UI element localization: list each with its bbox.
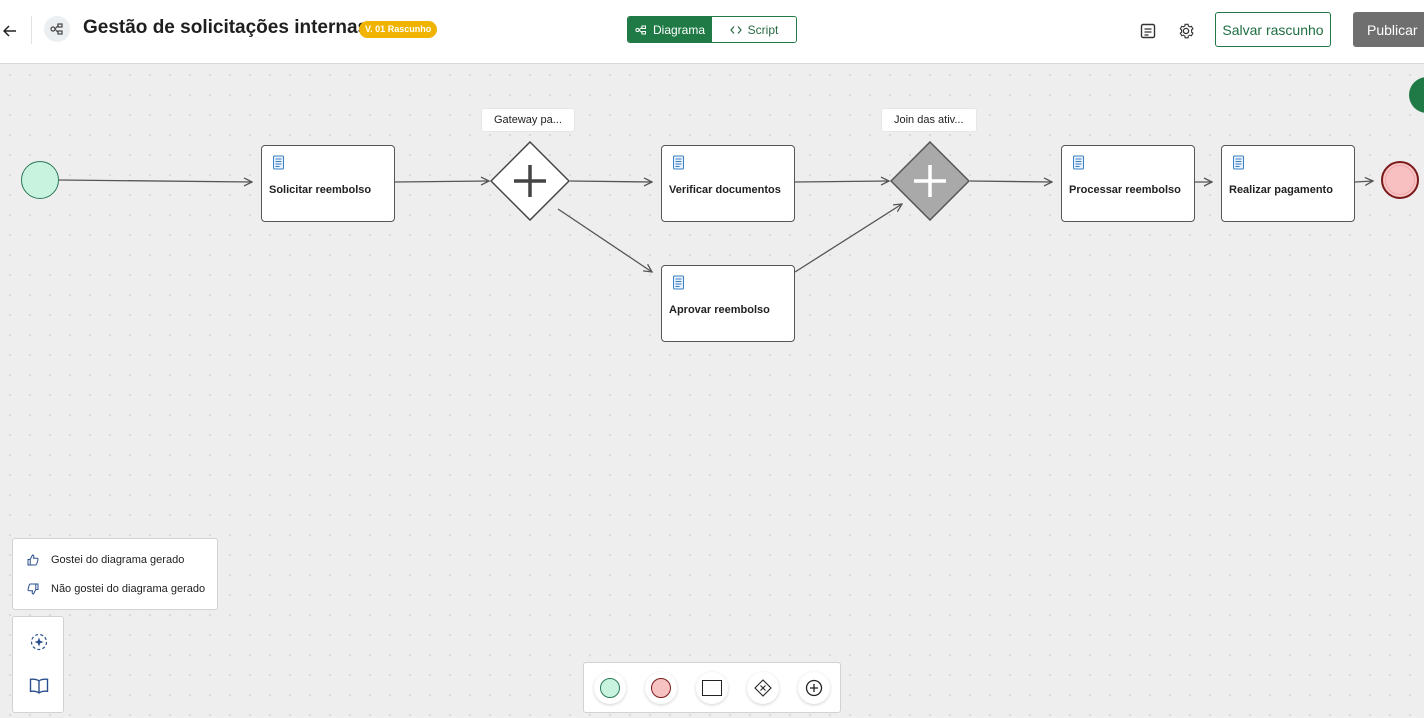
tab-diagram[interactable]: Diagrama xyxy=(628,17,712,42)
script-task-icon xyxy=(1233,155,1244,170)
top-bar: Gestão de solicitações internas V. 01 Ra… xyxy=(0,0,1424,64)
gateway-label: Join das ativ... xyxy=(882,109,976,131)
flow-gw1-to-aprovar xyxy=(557,208,652,272)
notes-document-icon[interactable] xyxy=(1136,19,1160,43)
like-diagram-option[interactable]: Gostei do diagrama gerado xyxy=(13,546,219,574)
divider xyxy=(31,16,32,44)
dislike-label: Não gostei do diagrama gerado xyxy=(51,583,206,595)
task-tool[interactable] xyxy=(696,672,728,704)
exclusive-gateway-tool[interactable] xyxy=(747,672,779,704)
task-label: Solicitar reembolso xyxy=(269,184,372,196)
gateway-label: Gateway pa... xyxy=(482,109,574,131)
flow-icon xyxy=(44,16,70,42)
tab-script[interactable]: Script xyxy=(712,17,796,42)
page-title: Gestão de solicitações internas xyxy=(83,17,369,38)
code-icon xyxy=(729,25,742,34)
flow-aprovar-to-gw2 xyxy=(794,204,902,273)
publish-button[interactable]: Publicar xyxy=(1353,12,1424,47)
end-circle-icon xyxy=(651,678,671,698)
flow-solicitar-to-gw1 xyxy=(394,181,489,182)
flow-verificar-to-gw2 xyxy=(794,181,889,182)
script-task-icon xyxy=(1073,155,1084,170)
plus-circle-icon xyxy=(805,679,823,697)
feedback-panel: Gostei do diagrama gerado Não gostei do … xyxy=(12,538,218,610)
task-solicitar-reembolso[interactable]: Solicitar reembolso xyxy=(261,145,395,222)
book-icon[interactable] xyxy=(27,674,51,698)
sparkle-icon[interactable] xyxy=(27,630,51,654)
end-event[interactable] xyxy=(1381,161,1419,199)
task-label: Aprovar reembolso xyxy=(669,304,770,316)
save-draft-button[interactable]: Salvar rascunho xyxy=(1215,12,1331,47)
start-circle-icon xyxy=(600,678,620,698)
element-palette xyxy=(583,662,841,713)
tab-diagram-label: Diagrama xyxy=(652,22,706,37)
gear-icon[interactable] xyxy=(1174,19,1198,43)
flow-gw1-to-verificar xyxy=(569,181,652,182)
task-label: Processar reembolso xyxy=(1069,184,1181,196)
parallel-gateway-join[interactable] xyxy=(890,141,970,221)
parallel-gateway-tool[interactable] xyxy=(798,672,830,704)
start-event[interactable] xyxy=(21,161,59,199)
task-label: Realizar pagamento xyxy=(1229,184,1333,196)
script-task-icon xyxy=(673,155,684,170)
task-aprovar-reembolso[interactable]: Aprovar reembolso xyxy=(661,265,795,342)
exclusive-gateway-icon xyxy=(754,679,772,697)
thumbs-up-icon xyxy=(27,554,39,566)
flow-start-to-solicitar xyxy=(58,180,252,182)
version-badge: V. 01 Rascunho xyxy=(359,21,438,38)
end-event-tool[interactable] xyxy=(645,672,677,704)
side-toolbar xyxy=(12,616,64,713)
view-toggle: Diagrama Script xyxy=(627,16,797,43)
flow-gw2-to-processar xyxy=(969,181,1052,182)
parallel-gateway-split[interactable] xyxy=(490,141,570,221)
tab-script-label: Script xyxy=(747,22,779,37)
diagram-canvas[interactable]: Solicitar reembolso Gateway pa... Verifi… xyxy=(0,65,1424,718)
like-label: Gostei do diagrama gerado xyxy=(51,554,185,566)
collaborator-avatar[interactable] xyxy=(1409,77,1424,113)
flow-pagamento-to-end xyxy=(1354,181,1373,182)
script-task-icon xyxy=(673,275,684,290)
thumbs-down-icon xyxy=(27,583,39,595)
dislike-diagram-option[interactable]: Não gostei do diagrama gerado xyxy=(13,575,219,603)
task-verificar-documentos[interactable]: Verificar documentos xyxy=(661,145,795,222)
back-arrow-icon[interactable] xyxy=(0,18,20,44)
task-label: Verificar documentos xyxy=(669,184,781,196)
task-rectangle-icon xyxy=(702,680,722,696)
start-event-tool[interactable] xyxy=(594,672,626,704)
task-processar-reembolso[interactable]: Processar reembolso xyxy=(1061,145,1195,222)
script-task-icon xyxy=(273,155,284,170)
task-realizar-pagamento[interactable]: Realizar pagamento xyxy=(1221,145,1355,222)
diagram-icon xyxy=(635,25,646,34)
sequence-flows xyxy=(58,65,1424,718)
